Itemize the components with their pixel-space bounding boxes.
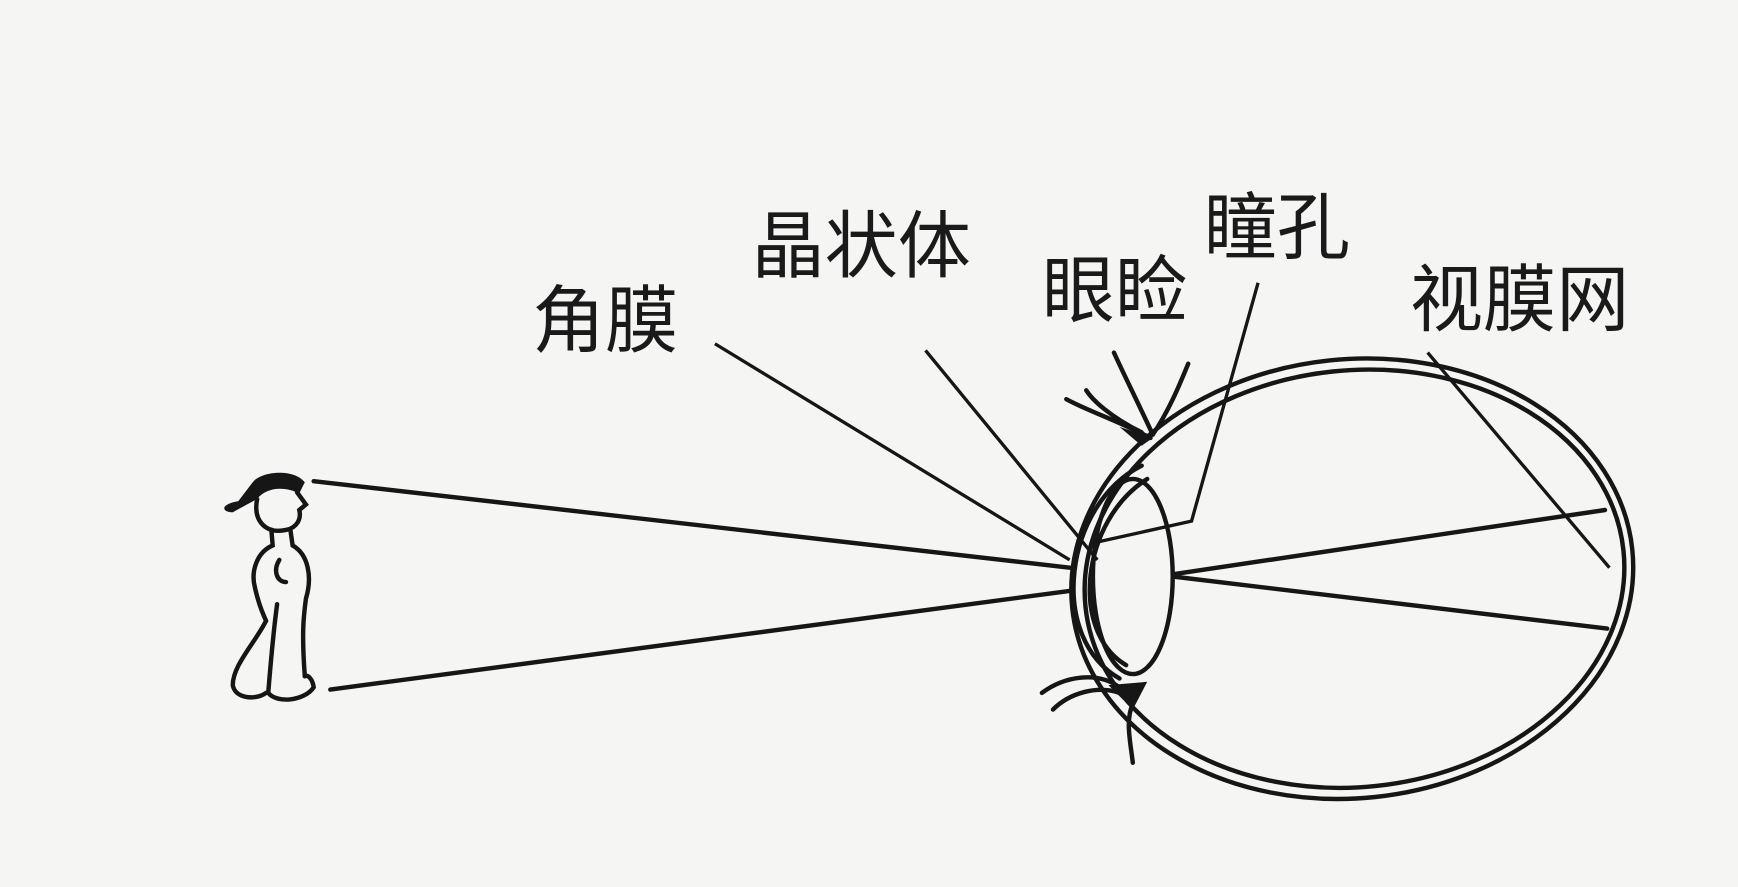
eyelid-muscle-top	[1064, 350, 1191, 446]
label-lens: 晶状体	[752, 205, 971, 290]
ray-to-retina-bottom	[1170, 574, 1610, 631]
ray-to-retina-top	[1170, 507, 1608, 577]
eyelid-muscle-bottom	[1039, 675, 1148, 765]
person-figure	[224, 472, 316, 702]
eyeball	[1069, 356, 1636, 802]
leader-line-lens	[924, 349, 1099, 561]
label-eyelid: 眼睑	[1042, 249, 1188, 334]
leader-line-pupil	[1091, 282, 1260, 545]
label-cornea: 角膜	[532, 279, 678, 364]
leader-line-retina	[1426, 351, 1611, 569]
ray-from-head	[311, 478, 1072, 570]
label-pupil: 瞳孔	[1204, 186, 1350, 271]
lens	[1090, 476, 1175, 677]
leader-line-cornea	[714, 342, 1071, 562]
label-retina: 视膜网	[1410, 258, 1629, 343]
ray-from-feet	[328, 588, 1072, 692]
